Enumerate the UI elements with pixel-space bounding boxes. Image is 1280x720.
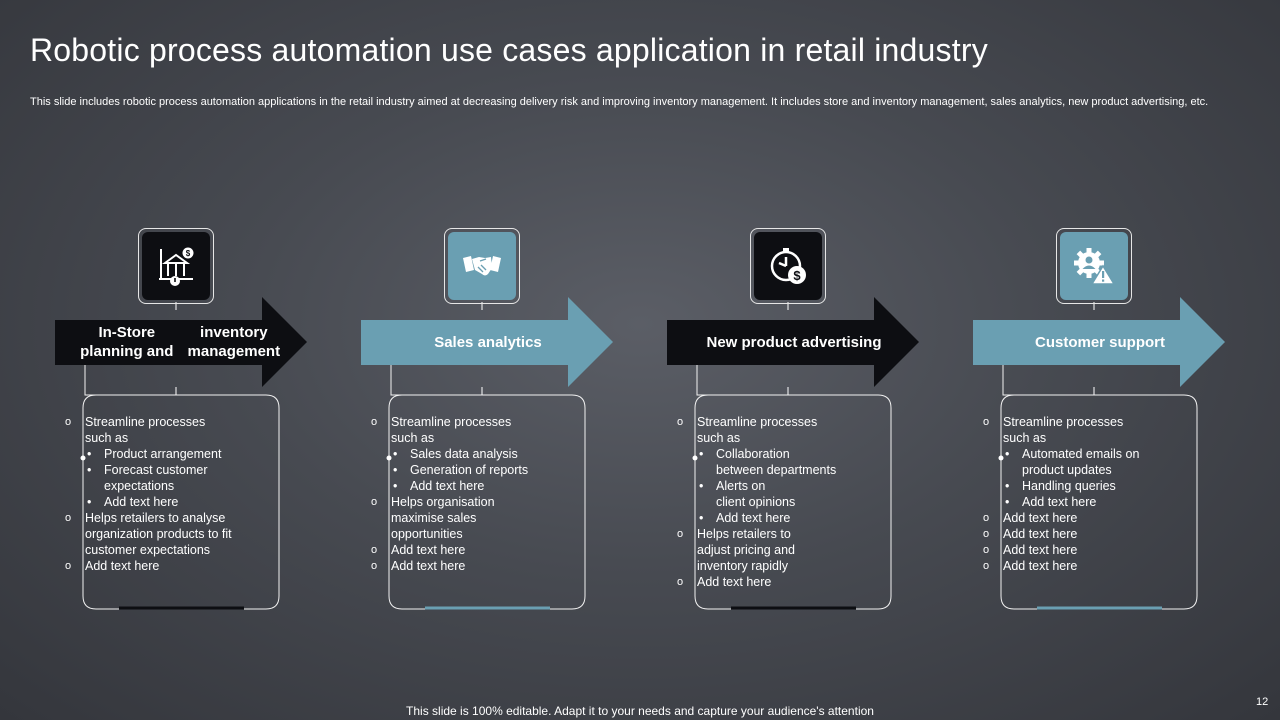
use-case-column: $ New product advertisingStreamline proce… — [667, 228, 977, 618]
svg-text:$: $ — [793, 268, 801, 283]
list-item: maximise sales — [391, 511, 477, 525]
heading-line: Sales analytics — [434, 333, 542, 351]
list-item: inventory rapidly — [697, 559, 789, 573]
list-item: Add text here — [973, 526, 1169, 542]
heading-line: New product advertising — [706, 333, 882, 351]
list-item: Helps retailers to analyse — [55, 510, 251, 526]
heading-line: inventory management — [187, 324, 281, 360]
heading-line: In-Store planning and — [80, 324, 174, 360]
list-item: between departments — [716, 463, 837, 477]
heading-arrow — [667, 297, 919, 387]
list-item: organization products to fit — [85, 527, 232, 541]
heading-arrow — [55, 297, 307, 387]
heading-arrow — [361, 297, 613, 387]
list-item: such as — [391, 431, 435, 445]
column-heading: New product advertising — [687, 297, 901, 387]
gear-user-warning-icon — [1060, 232, 1128, 300]
list-item: Add text here — [973, 542, 1169, 558]
list-item: client opinions — [716, 495, 796, 509]
column-heading: In-Store planning and inventory managemen… — [75, 297, 289, 387]
list-item: Add text here — [361, 542, 557, 558]
icon-tile-outline — [444, 228, 520, 304]
list-item: Generation of reports — [361, 462, 557, 478]
list-item: Add text here — [361, 558, 557, 574]
use-case-column: $ In-Store planning and inventory manageme… — [55, 228, 365, 618]
list-item: Streamline processes — [361, 414, 557, 430]
list-item: Add text here — [55, 558, 251, 574]
column-heading: Customer support — [993, 297, 1207, 387]
list-item: adjust pricing and — [697, 543, 795, 557]
list-item: Add text here — [973, 494, 1169, 510]
store-inventory-icon: $ — [142, 232, 210, 300]
list-item: Forecast customer — [55, 462, 251, 478]
list-item: Add text here — [667, 574, 863, 590]
list-item: Helps retailers to — [667, 526, 863, 542]
slide-title: Robotic process automation use cases app… — [30, 32, 988, 68]
svg-text:$: $ — [186, 249, 191, 258]
list-item: Sales data analysis — [361, 446, 557, 462]
list-item: Collaboration — [667, 446, 863, 462]
column-heading: Sales analytics — [381, 297, 595, 387]
list-item: Add text here — [55, 494, 251, 510]
list-item: Product arrangement — [55, 446, 251, 462]
list-item: Streamline processes — [973, 414, 1169, 430]
list-item: opportunities — [391, 527, 463, 541]
list-item: Streamline processes — [667, 414, 863, 430]
list-item: Add text here — [667, 510, 863, 526]
handshake-icon — [448, 232, 516, 300]
list-item: such as — [697, 431, 741, 445]
use-case-column: Sales analyticsStreamline processessuch … — [361, 228, 671, 618]
list-item: product updates — [1022, 463, 1112, 477]
list-item: Add text here — [973, 510, 1169, 526]
slide-subtitle: This slide includes robotic process auto… — [30, 96, 1209, 108]
list-item: Automated emails on — [973, 446, 1169, 462]
list-item: such as — [1003, 431, 1047, 445]
list-item: Add text here — [973, 558, 1169, 574]
list-item: Add text here — [361, 478, 557, 494]
clock-dollar-icon: $ — [754, 232, 822, 300]
list-item: Helps organisation — [361, 494, 557, 510]
use-case-column: Customer supportStreamline processessuch… — [973, 228, 1280, 618]
icon-tile-outline — [750, 228, 826, 304]
list-item: customer expectations — [85, 543, 211, 557]
list-item: Alerts on — [667, 478, 863, 494]
icon-tile-outline — [1056, 228, 1132, 304]
list-item: Handling queries — [973, 478, 1169, 494]
footer-note: This slide is 100% editable. Adapt it to… — [406, 704, 874, 718]
heading-arrow — [973, 297, 1225, 387]
list-item: such as — [85, 431, 129, 445]
heading-line: Customer support — [1034, 333, 1165, 351]
list-item: Streamline processes — [55, 414, 251, 430]
page-number: 12 — [1256, 696, 1269, 708]
list-item: expectations — [104, 479, 175, 493]
icon-tile-outline — [138, 228, 214, 304]
